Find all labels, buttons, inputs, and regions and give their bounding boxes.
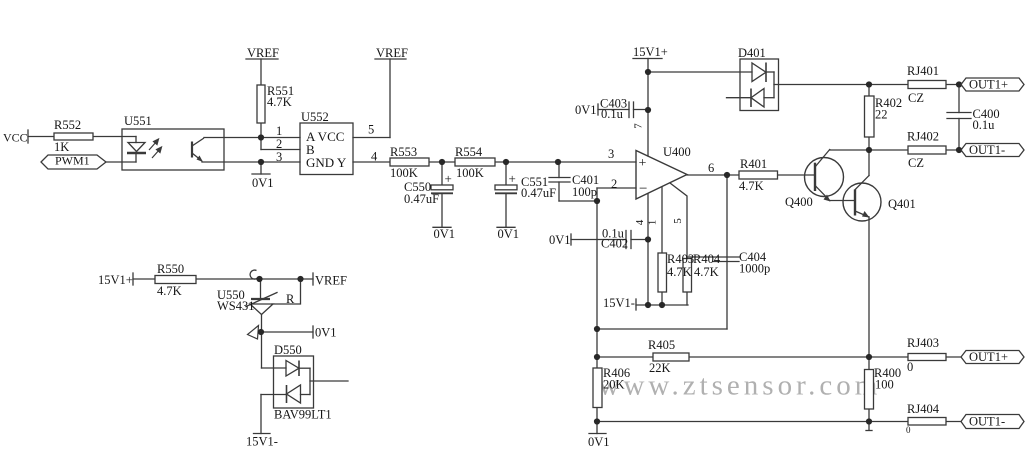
svg-text:Q400: Q400 (785, 195, 813, 209)
svg-text:4: 4 (371, 150, 378, 164)
svg-text:C401: C401 (572, 173, 599, 187)
svg-text:15V1+: 15V1+ (633, 45, 668, 59)
svg-text:0.1u: 0.1u (601, 107, 624, 121)
svg-text:4.7K: 4.7K (157, 284, 182, 298)
svg-text:4.7K: 4.7K (267, 95, 292, 109)
svg-text:22: 22 (875, 108, 888, 122)
svg-text:+: + (445, 171, 452, 186)
svg-text:R: R (286, 292, 295, 306)
svg-text:OUT1+: OUT1+ (969, 350, 1008, 364)
svg-text:PWM1: PWM1 (55, 154, 90, 168)
svg-text:4.7K: 4.7K (739, 179, 764, 193)
svg-text:C551: C551 (521, 175, 548, 189)
svg-text:0V1: 0V1 (434, 227, 456, 241)
svg-text:R552: R552 (54, 118, 81, 132)
svg-text:C550: C550 (404, 180, 431, 194)
svg-text:GND Y: GND Y (306, 155, 347, 170)
svg-text:+: + (509, 171, 516, 186)
svg-text:R406: R406 (603, 366, 630, 380)
svg-text:0.1u: 0.1u (602, 227, 625, 241)
svg-text:4: 4 (634, 219, 646, 225)
svg-text:R553: R553 (390, 145, 417, 159)
svg-text:OUT1-: OUT1- (969, 143, 1005, 157)
svg-text:0V1: 0V1 (549, 233, 571, 247)
svg-text:1K: 1K (54, 140, 69, 154)
svg-text:R403: R403 (667, 252, 694, 266)
svg-text:B: B (306, 142, 315, 157)
svg-text:D401: D401 (738, 46, 766, 60)
svg-text:Q401: Q401 (888, 197, 916, 211)
svg-text:0: 0 (906, 425, 911, 435)
svg-text:R404: R404 (693, 252, 721, 266)
svg-text:0.1u: 0.1u (973, 118, 996, 132)
svg-text:VREF: VREF (315, 274, 347, 288)
svg-text:R401: R401 (740, 157, 767, 171)
svg-text:0V1: 0V1 (252, 176, 274, 190)
svg-text:0V1: 0V1 (575, 103, 597, 117)
svg-text:U551: U551 (124, 114, 152, 128)
svg-text:0.47uF: 0.47uF (521, 186, 556, 200)
svg-text:www.ztsensor.com: www.ztsensor.com (599, 370, 882, 402)
svg-text:0.47uF: 0.47uF (404, 192, 439, 206)
svg-text:VCC: VCC (3, 131, 28, 145)
svg-text:RJ404: RJ404 (907, 402, 940, 416)
svg-text:D550: D550 (274, 343, 302, 357)
svg-text:WS431: WS431 (217, 299, 255, 313)
svg-text:R554: R554 (455, 145, 483, 159)
svg-text:OUT1+: OUT1+ (969, 78, 1008, 92)
svg-text:CZ: CZ (908, 91, 924, 105)
svg-text:CZ: CZ (908, 156, 924, 170)
svg-text:C400: C400 (973, 107, 1000, 121)
svg-text:−: − (639, 181, 647, 197)
svg-text:2: 2 (276, 137, 282, 151)
svg-text:2: 2 (611, 177, 617, 191)
svg-text:BAV99LT1: BAV99LT1 (274, 408, 332, 422)
svg-text:100K: 100K (390, 166, 418, 180)
svg-text:A VCC: A VCC (306, 129, 344, 144)
svg-text:15V1-: 15V1- (603, 296, 635, 310)
svg-text:5: 5 (672, 218, 684, 224)
svg-text:0V1: 0V1 (498, 227, 520, 241)
svg-text:R550: R550 (157, 262, 184, 276)
svg-text:C403: C403 (600, 97, 627, 111)
svg-text:U550: U550 (217, 288, 245, 302)
svg-text:U400: U400 (663, 145, 691, 159)
svg-text:R551: R551 (267, 84, 294, 98)
svg-text:22K: 22K (649, 361, 671, 375)
svg-text:U552: U552 (301, 110, 329, 124)
svg-text:1: 1 (276, 124, 282, 138)
svg-text:100: 100 (875, 378, 894, 392)
svg-text:RJ403: RJ403 (907, 336, 939, 350)
svg-text:5: 5 (368, 123, 374, 137)
svg-text:15V1+: 15V1+ (98, 273, 133, 287)
svg-text:6: 6 (708, 161, 714, 175)
svg-text:R405: R405 (648, 338, 675, 352)
svg-text:3: 3 (276, 150, 282, 164)
svg-text:RJ402: RJ402 (907, 130, 939, 144)
svg-text:RJ401: RJ401 (907, 64, 939, 78)
svg-text:15V1-: 15V1- (246, 435, 278, 449)
svg-text:1000p: 1000p (739, 262, 770, 276)
svg-text:VREF: VREF (247, 46, 279, 60)
svg-text:1: 1 (647, 220, 659, 226)
svg-text:4.7K: 4.7K (667, 265, 692, 279)
svg-text:0V1: 0V1 (588, 435, 610, 449)
svg-text:3: 3 (608, 147, 614, 161)
svg-text:+: + (639, 156, 647, 171)
svg-text:100p: 100p (572, 185, 597, 199)
svg-text:4.7K: 4.7K (694, 265, 719, 279)
svg-text:VREF: VREF (376, 46, 408, 60)
svg-text:C404: C404 (739, 250, 767, 264)
svg-text:OUT1-: OUT1- (969, 415, 1005, 429)
svg-text:100K: 100K (456, 166, 484, 180)
svg-text:20K: 20K (603, 378, 625, 392)
svg-text:0V1: 0V1 (315, 326, 337, 340)
svg-text:R402: R402 (875, 96, 902, 110)
svg-text:0: 0 (907, 360, 913, 374)
svg-text:7: 7 (633, 123, 645, 129)
svg-text:C402: C402 (601, 237, 628, 251)
svg-text:R400: R400 (874, 366, 901, 380)
